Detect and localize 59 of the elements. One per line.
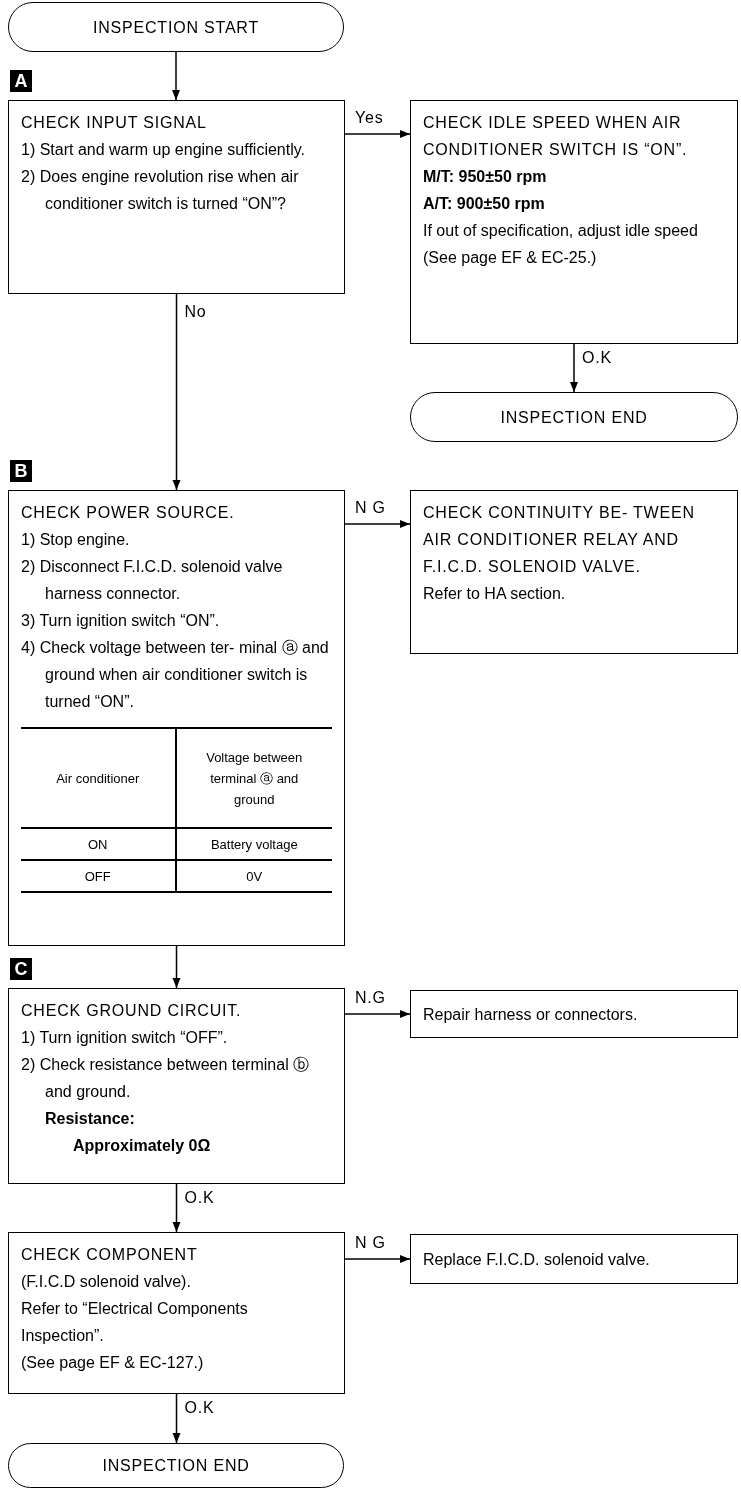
step-text: M/T: 950±50 rpm [423,167,548,187]
step-text: A/T: 900±50 rpm [423,194,546,214]
step-text: 2) Does engine revolution rise when air conditioner switch is turned “ON”? [21,167,300,214]
step-heading: CHECK CONTINUITY BE- TWEEN AIR CONDITIONER RELAY AND F.I.C.D. SOLENOID VALVE. [423,503,696,577]
step-text: 2) Disconnect F.I.C.D. solenoid valve harness connector. [21,557,284,604]
step-heading: CHECK POWER SOURCE. [21,503,236,523]
table-header: Air conditioner [21,729,177,829]
step-text: Refer to “Electrical Components Inspection”. [21,1299,249,1346]
step-text: INSPECTION END [101,1456,251,1476]
step-text: Approximately 0Ω [72,1136,212,1156]
step-marker: A [10,70,32,92]
step-text: Replace F.I.C.D. solenoid valve. [423,1249,651,1270]
step-marker: C [10,958,32,980]
step-text: (F.I.C.D solenoid valve). [21,1272,192,1292]
arrow [344,129,411,139]
terminal-shape [8,2,344,52]
step-text: Refer to HA section. [423,584,567,604]
arrow [344,1254,411,1264]
process-box [410,1234,738,1284]
step-heading: CHECK COMPONENT [21,1245,199,1265]
table-header: Voltage between terminal ⓐ and ground [176,729,332,829]
arrow [172,945,181,989]
step-text: 1) Start and warm up engine sufficiently. [21,140,306,160]
process-box [410,990,738,1038]
step-text: If out of specification, adjust idle speed [423,221,699,241]
step-text: INSPECTION END [499,407,649,428]
table-cell-text: 0V [245,867,264,886]
step-text: (See page EF & EC-25.) [423,248,598,268]
step-text: 1) Turn ignition switch “OFF”. [21,1028,229,1048]
arrow [569,343,579,393]
step-heading: CHECK GROUND CIRCUIT. [21,1001,243,1021]
process-box [8,100,345,294]
process-box [410,100,738,344]
step-heading: CHECK INPUT SIGNAL [21,113,208,133]
arrow [344,519,411,529]
terminal-shape [8,1443,344,1488]
process-box [8,988,345,1184]
step-heading: CHECK IDLE SPEED WHEN AIR CONDITIONER SWITCH IS “ON”. [423,113,689,160]
table-cell: Battery voltage [176,829,332,861]
arrow [171,51,181,101]
process-box [8,490,345,946]
table-cell: ON [21,829,177,861]
arrow [344,1009,411,1019]
process-box [410,490,738,654]
arrow [172,1393,181,1444]
step-text: 1) Stop engine. [21,530,131,550]
process-box [8,1232,345,1394]
step-text: Repair harness or connectors. [423,1004,639,1025]
arrow [172,1183,181,1233]
step-marker: B [10,460,32,482]
arrow [172,293,181,491]
terminal-shape [410,392,738,442]
step-text: 3) Turn ignition switch “ON”. [21,611,221,631]
table-cell: OFF [21,861,177,891]
step-text: (See page EF & EC-127.) [21,1353,205,1373]
step-text: Resistance: [44,1109,136,1129]
step-text: INSPECTION START [92,17,260,38]
step-text: 2) Check resistance between terminal ⓑ and ground. [21,1055,311,1102]
step-text: 4) Check voltage between ter- minal ⓐ and ground when air conditioner switch is turned “ON”. [21,638,330,712]
